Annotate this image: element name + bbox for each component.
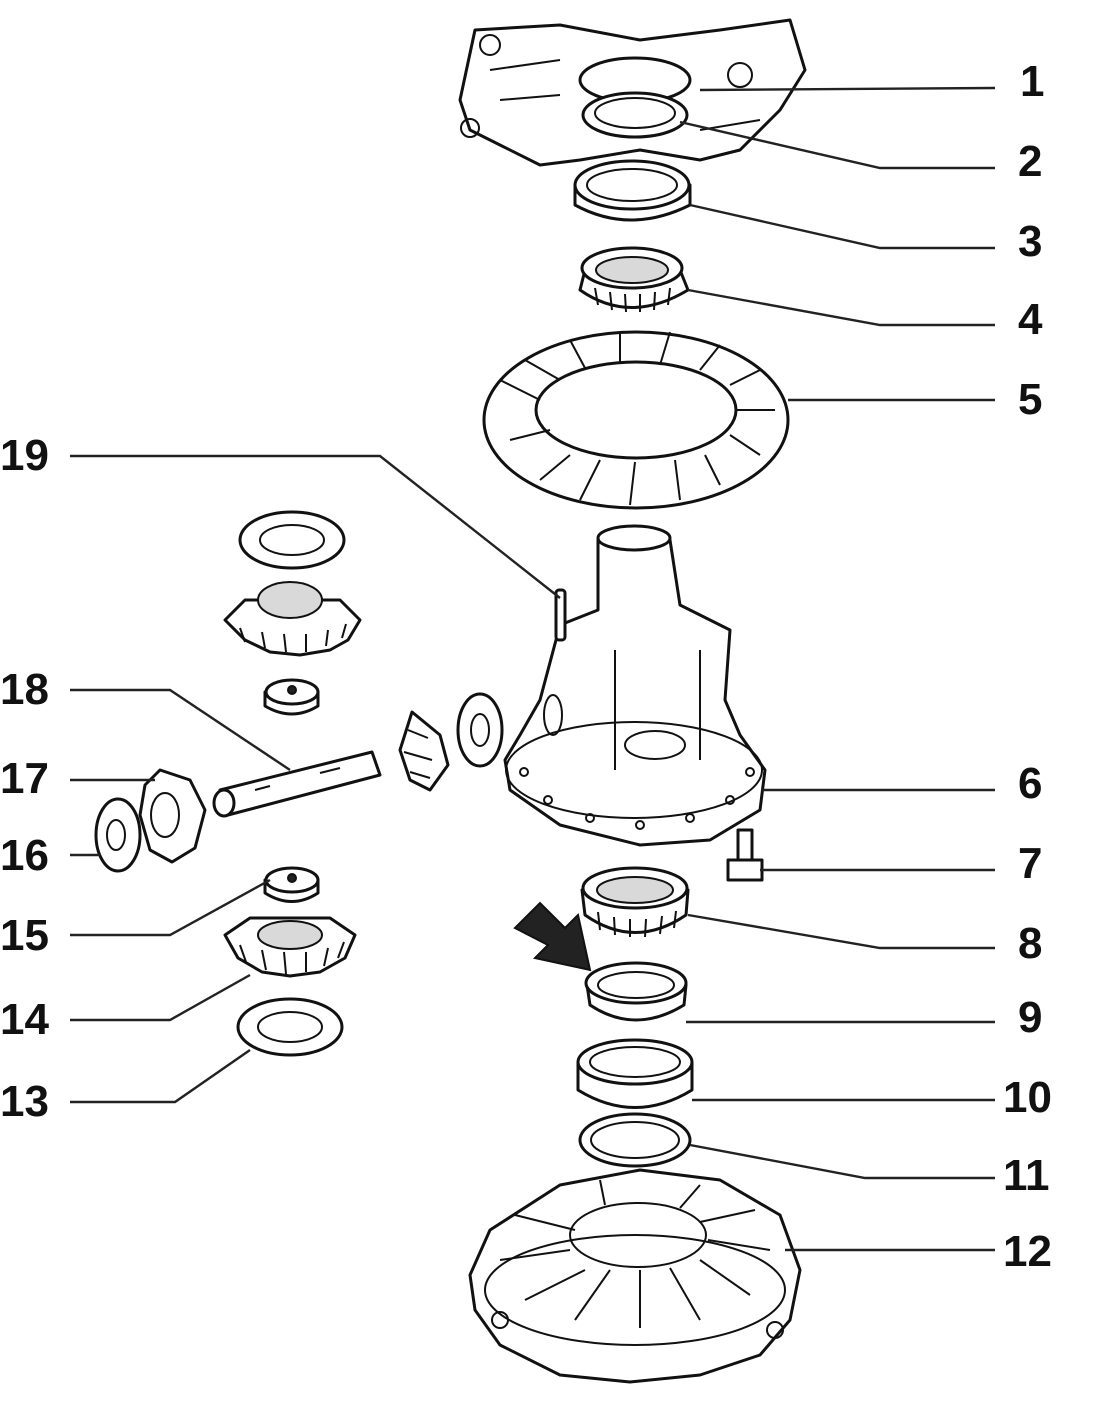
leader-11 [689, 1143, 995, 1180]
leader-3 [689, 203, 995, 250]
callout-6: 6 [1018, 759, 1042, 808]
thrust-washer-upper [238, 510, 346, 570]
callout-18: 18 [0, 665, 49, 714]
callout-9: 9 [1018, 993, 1042, 1042]
bearing-outer-race-lower [576, 1038, 694, 1109]
callout-17: 17 [0, 754, 49, 803]
leader-15 [70, 878, 271, 937]
callout-8: 8 [1018, 919, 1042, 968]
callout-12: 12 [1003, 1227, 1052, 1276]
leader-4 [687, 288, 995, 327]
callout-7: 7 [1018, 839, 1042, 888]
callout-3: 3 [1018, 217, 1042, 266]
bearing-race-lower [584, 961, 688, 1022]
callout-5: 5 [1018, 375, 1042, 424]
thrust-washer-pinion-right [456, 692, 504, 768]
differential-housing [503, 524, 767, 847]
tapered-roller-bearing-upper [578, 246, 690, 313]
lock-pin [554, 588, 567, 642]
leader-18 [70, 688, 291, 771]
leader-2 [679, 120, 995, 170]
callout-2: 2 [1018, 137, 1042, 186]
thrust-washer-pinion-left [94, 797, 142, 873]
callout-1: 1 [1020, 57, 1044, 106]
callout-15: 15 [0, 911, 49, 960]
seal-ring-lower [578, 1112, 692, 1168]
callout-labels: 1 2 3 4 5 6 7 8 9 10 11 12 13 14 15 16 1… [0, 57, 1052, 1276]
callout-11: 11 [1003, 1151, 1050, 1200]
ring-gear [482, 330, 790, 510]
arrow-icon [513, 901, 592, 972]
pinion-gear-left [138, 768, 207, 864]
callout-14: 14 [0, 995, 49, 1044]
side-gear-lower [223, 916, 357, 978]
pinion-shaft [212, 750, 382, 818]
leader-1 [699, 86, 996, 92]
spacer-upper [263, 678, 320, 716]
callout-19: 19 [0, 431, 49, 480]
thrust-washer-lower [236, 997, 344, 1057]
leader-13 [70, 1049, 251, 1104]
callout-10: 10 [1003, 1073, 1052, 1122]
side-gear-upper [223, 581, 362, 657]
leader-19 [70, 454, 561, 599]
callout-4: 4 [1018, 295, 1043, 344]
callout-13: 13 [0, 1077, 49, 1126]
spacer-lower [263, 866, 320, 903]
leader-lines [70, 86, 996, 1252]
bearing-outer-race-upper [573, 159, 692, 222]
bolt [726, 828, 764, 882]
leader-8 [687, 913, 995, 950]
callout-16: 16 [0, 831, 49, 880]
seal-ring [581, 91, 689, 139]
pinion-gear-right [398, 710, 450, 792]
tapered-roller-bearing-lower [580, 866, 690, 938]
leader-14 [70, 973, 251, 1022]
differential-cover [468, 1168, 802, 1384]
